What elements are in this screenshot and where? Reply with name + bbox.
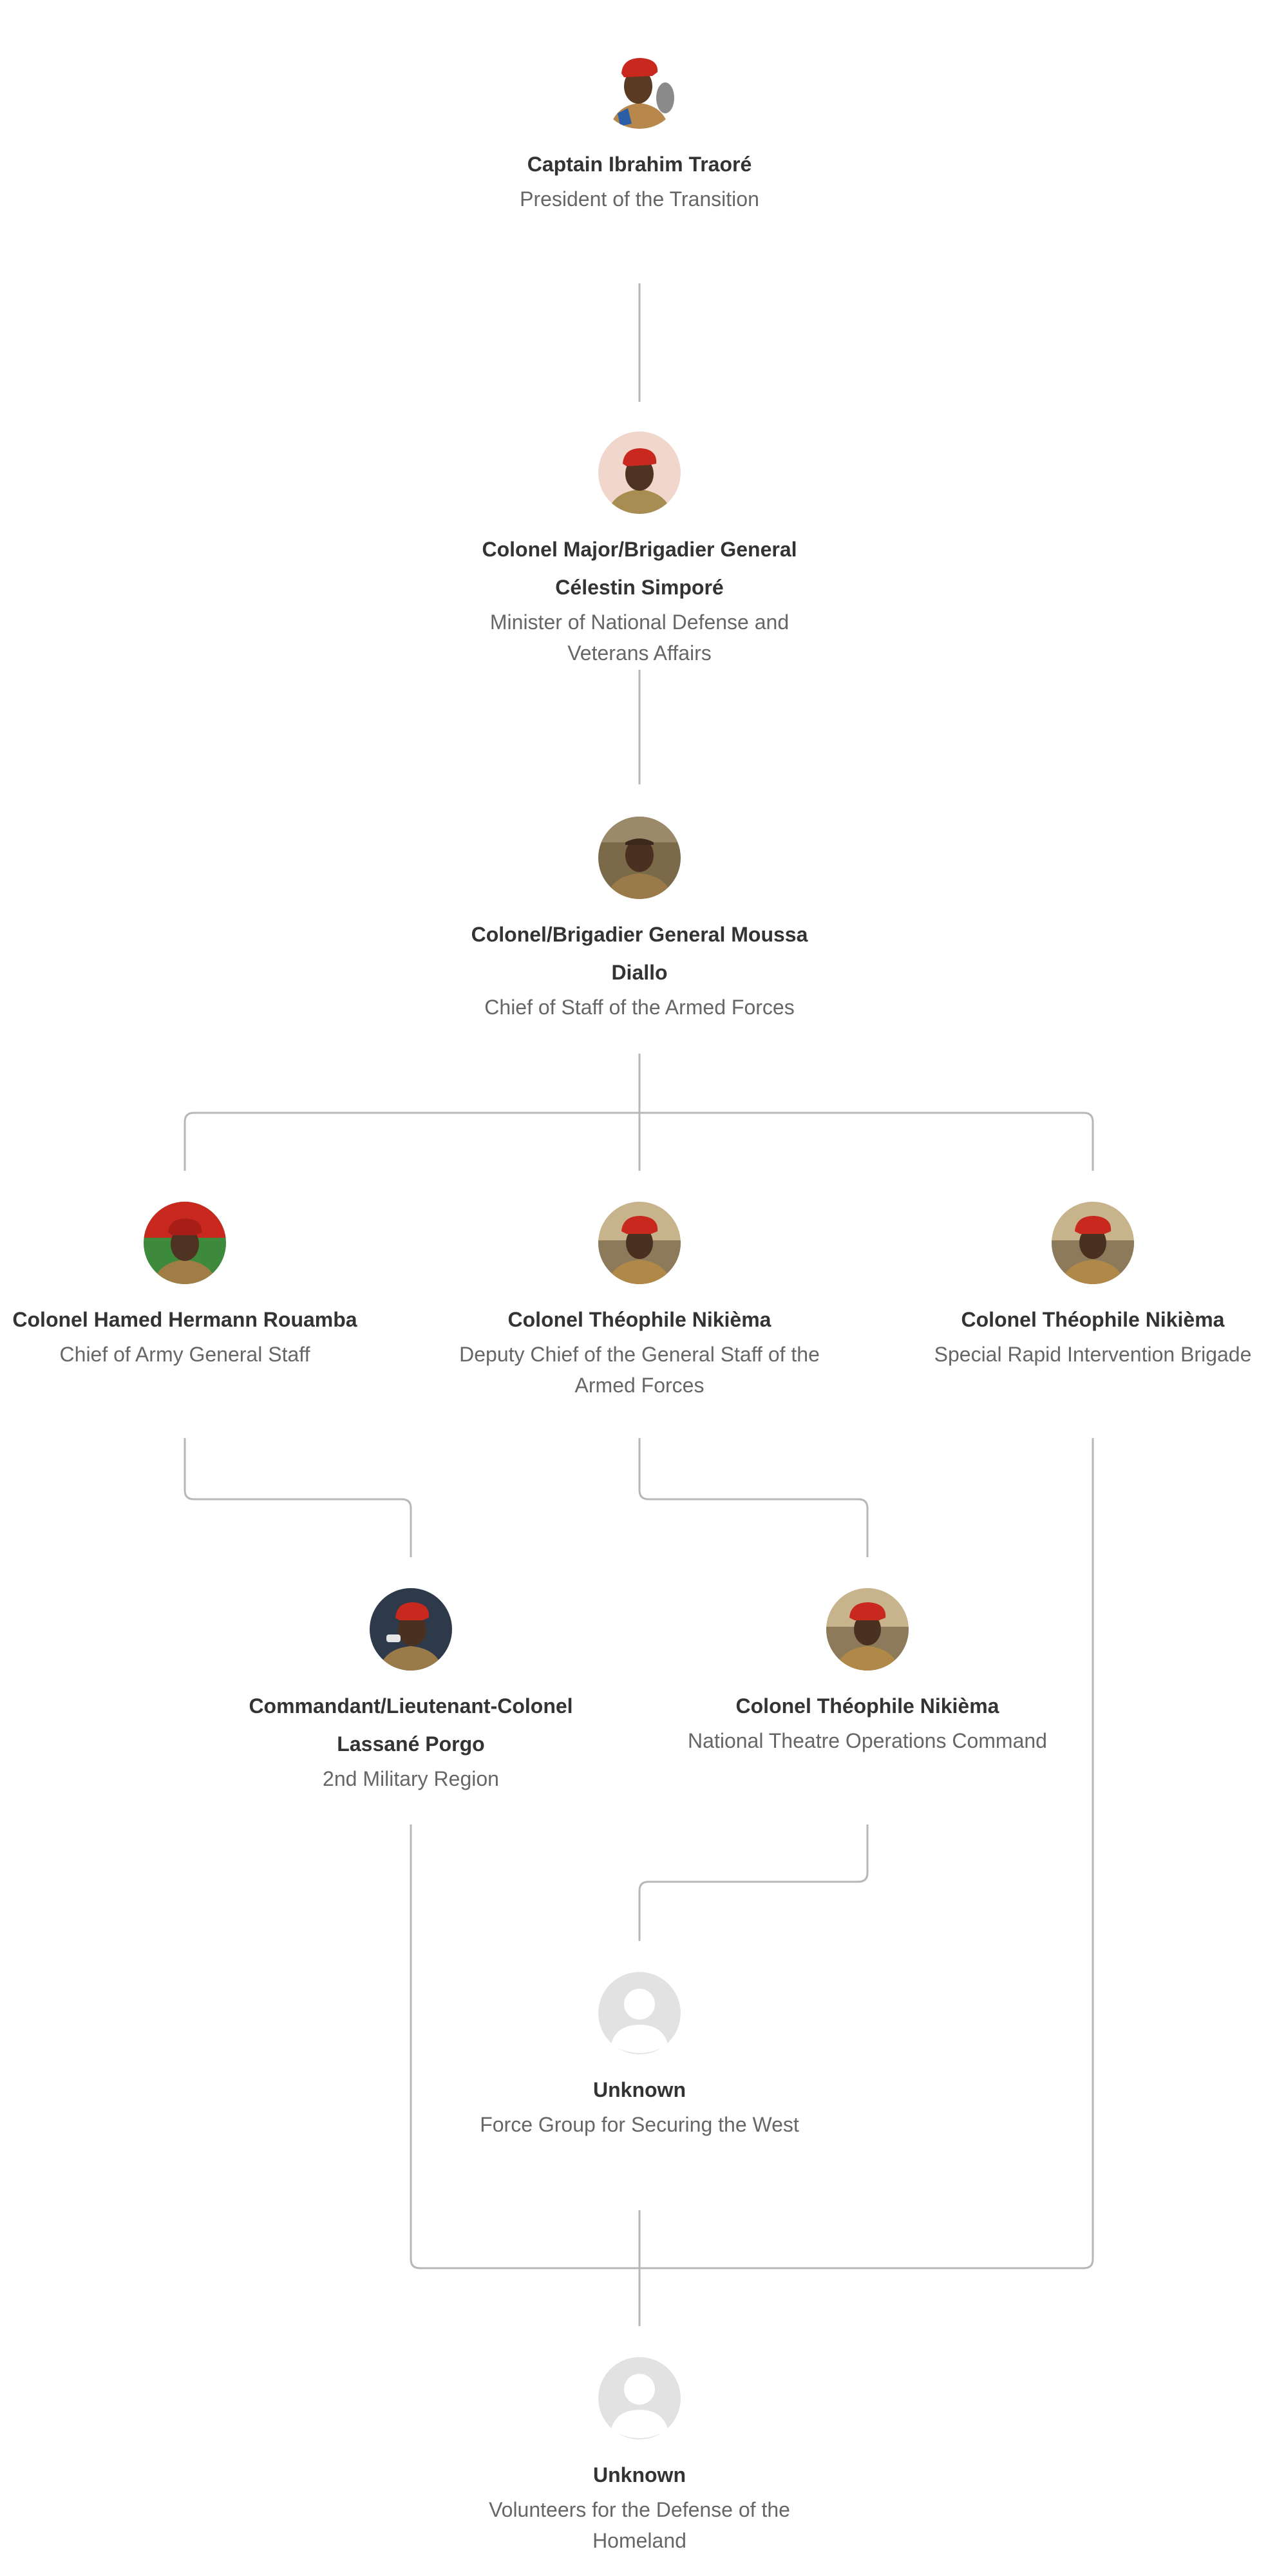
person-name: Colonel Théophile Nikièma — [507, 1308, 771, 1331]
person-name: Unknown — [593, 2463, 686, 2486]
placeholder-avatar-icon — [598, 2357, 681, 2439]
org-node-unknown-volunteers[interactable]: Unknown Volunteers for the Defense of th… — [459, 2357, 820, 2556]
org-node-traore[interactable]: Captain Ibrahim Traoré President of the … — [459, 46, 820, 214]
connector-rouamba-porgo — [184, 1438, 412, 1557]
person-name: Colonel Théophile Nikièma — [735, 1694, 999, 1718]
person-name: Captain Ibrahim Traoré — [527, 153, 752, 176]
portrait-photo — [598, 1202, 681, 1284]
org-node-nikiema-deputy[interactable]: Colonel Théophile Nikièma Deputy Chief o… — [459, 1202, 820, 1401]
person-role: President of the Transition — [520, 187, 759, 211]
person-name: Colonel Major/Brigadier General Célestin… — [482, 538, 797, 599]
org-node-rouamba[interactable]: Colonel Hamed Hermann Rouamba Chief of A… — [5, 1202, 365, 1370]
connector-deputy-command — [638, 1438, 869, 1557]
portrait-photo — [598, 431, 681, 514]
org-node-porgo[interactable]: Commandant/Lieutenant-Colonel Lassané Po… — [231, 1588, 591, 1794]
person-role: Chief of Staff of the Armed Forces — [484, 996, 795, 1019]
person-name: Commandant/Lieutenant-Colonel Lassané Po… — [249, 1694, 573, 1756]
person-role: Volunteers for the Defense of the Homela… — [489, 2498, 790, 2552]
person-role: Chief of Army General Staff — [59, 1343, 310, 1366]
portrait-photo — [1052, 1202, 1134, 1284]
person-role: 2nd Military Region — [323, 1767, 499, 1790]
person-name: Colonel Hamed Hermann Rouamba — [12, 1308, 357, 1331]
portrait-photo — [144, 1202, 226, 1284]
person-name: Colonel Théophile Nikièma — [961, 1308, 1225, 1331]
person-role: National Theatre Operations Command — [688, 1729, 1047, 1752]
org-node-diallo[interactable]: Colonel/Brigadier General Moussa Diallo … — [459, 817, 820, 1023]
person-role: Deputy Chief of the General Staff of the… — [459, 1343, 820, 1397]
person-name: Unknown — [593, 2078, 686, 2101]
person-role: Minister of National Defense and Veteran… — [489, 611, 790, 665]
placeholder-avatar-icon — [598, 1972, 681, 2054]
org-node-simpore[interactable]: Colonel Major/Brigadier General Célestin… — [459, 431, 820, 668]
portrait-photo — [598, 46, 681, 129]
connector-command-west — [638, 1824, 869, 1941]
connector-porgo-volunteers — [410, 1824, 639, 2269]
portrait-photo — [598, 817, 681, 899]
org-node-unknown-west[interactable]: Unknown Force Group for Securing the Wes… — [459, 1972, 820, 2140]
connector-diallo-rouamba — [184, 1112, 639, 1171]
person-role: Force Group for Securing the West — [480, 2113, 799, 2136]
org-node-nikiema-brigade[interactable]: Colonel Théophile Nikièma Special Rapid … — [913, 1202, 1273, 1370]
portrait-photo — [370, 1588, 452, 1671]
connector-brigade-volunteers — [639, 1438, 1094, 2269]
org-node-nikiema-command[interactable]: Colonel Théophile Nikièma National Theat… — [687, 1588, 1048, 1756]
portrait-photo — [826, 1588, 909, 1671]
connector-diallo-brigade — [639, 1112, 1094, 1171]
person-role: Special Rapid Intervention Brigade — [934, 1343, 1252, 1366]
person-name: Colonel/Brigadier General Moussa Diallo — [471, 923, 808, 984]
